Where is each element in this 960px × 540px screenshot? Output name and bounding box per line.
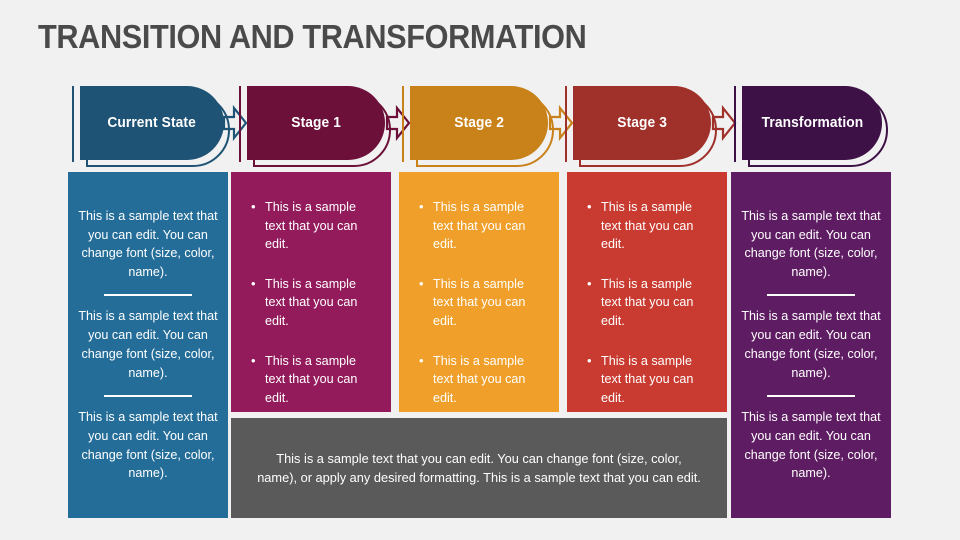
bullet-dot-icon: • xyxy=(251,352,256,368)
arrow-right-icon xyxy=(385,104,411,142)
list-item: • This is a sample text that you can edi… xyxy=(247,198,375,254)
panel-paragraph: This is a sample text that you can edit.… xyxy=(78,208,218,280)
panel-paragraph: This is a sample text that you can edit.… xyxy=(741,309,881,380)
list-item: • This is a sample text that you can edi… xyxy=(415,198,543,254)
banner-tick-stage-2 xyxy=(402,86,404,162)
panel-divider xyxy=(104,293,192,297)
bullet-dot-icon: • xyxy=(587,275,592,291)
panel-stage-2[interactable]: • This is a sample text that you can edi… xyxy=(399,172,559,412)
arrow-right-icon xyxy=(222,104,248,142)
panel-stage-1[interactable]: • This is a sample text that you can edi… xyxy=(231,172,391,412)
panel-paragraph: This is a sample text that you can edit.… xyxy=(741,410,881,481)
bullet-dot-icon: • xyxy=(587,352,592,368)
banner-current-state[interactable]: Current State xyxy=(72,86,230,167)
list-item-label: This is a sample text that you can edit. xyxy=(601,353,694,405)
bullet-dot-icon: • xyxy=(419,275,424,291)
panel-paragraph: This is a sample text that you can edit.… xyxy=(78,309,218,380)
panel-divider xyxy=(767,293,855,297)
banner-stage-3[interactable]: Stage 3 xyxy=(565,86,717,167)
bullet-dot-icon: • xyxy=(587,199,592,214)
banner-tick-stage-1 xyxy=(239,86,241,162)
list-item-label: This is a sample text that you can edit. xyxy=(433,200,526,252)
banner-label-stage-3: Stage 3 xyxy=(617,115,667,131)
banner-tick-stage-3 xyxy=(565,86,567,162)
bullet-dot-icon: • xyxy=(251,199,256,214)
banner-label-transformation: Transformation xyxy=(761,115,863,131)
panel-divider xyxy=(104,394,192,398)
banner-fill-transformation: Transformation xyxy=(742,86,882,160)
list-item: • This is a sample text that you can edi… xyxy=(583,352,711,408)
banner-tick-current-state xyxy=(72,86,74,162)
panel-transformation[interactable]: This is a sample text that you can edit.… xyxy=(731,172,891,518)
banner-tick-transformation xyxy=(734,86,736,162)
list-item: • This is a sample text that you can edi… xyxy=(247,275,375,331)
list-item-label: This is a sample text that you can edit. xyxy=(433,353,526,405)
panel-paragraph: This is a sample text that you can edit.… xyxy=(741,208,881,280)
panel-current-state[interactable]: This is a sample text that you can edit.… xyxy=(68,172,228,518)
arrow-right-icon xyxy=(711,104,737,142)
list-item-label: This is a sample text that you can edit. xyxy=(265,200,358,252)
banner-transformation[interactable]: Transformation xyxy=(734,86,888,167)
list-item: • This is a sample text that you can edi… xyxy=(415,352,543,408)
list-item-label: This is a sample text that you can edit. xyxy=(265,276,358,328)
list-item: • This is a sample text that you can edi… xyxy=(415,275,543,331)
banner-fill-current-state: Current State xyxy=(80,86,224,160)
list-item-label: This is a sample text that you can edit. xyxy=(265,353,358,405)
list-item-label: This is a sample text that you can edit. xyxy=(601,200,694,252)
banner-label-stage-1: Stage 1 xyxy=(291,115,341,131)
list-item-label: This is a sample text that you can edit. xyxy=(601,276,694,328)
page-title: TRANSITION AND TRANSFORMATION xyxy=(38,18,587,55)
bullet-dot-icon: • xyxy=(251,275,256,291)
banner-stage-2[interactable]: Stage 2 xyxy=(402,86,554,167)
banner-fill-stage-3: Stage 3 xyxy=(573,86,711,160)
footer-note-box[interactable]: This is a sample text that you can edit.… xyxy=(231,418,727,518)
banner-stage-1[interactable]: Stage 1 xyxy=(239,86,391,167)
panel-paragraph: This is a sample text that you can edit.… xyxy=(78,410,218,481)
panel-stage-3[interactable]: • This is a sample text that you can edi… xyxy=(567,172,727,412)
footer-note-text: This is a sample text that you can edit.… xyxy=(257,450,701,486)
list-item: • This is a sample text that you can edi… xyxy=(583,198,711,254)
banner-label-stage-2: Stage 2 xyxy=(454,115,504,131)
list-item: • This is a sample text that you can edi… xyxy=(583,275,711,331)
banner-fill-stage-2: Stage 2 xyxy=(410,86,548,160)
banner-label-current-state: Current State xyxy=(107,115,197,131)
arrow-right-icon xyxy=(548,104,574,142)
panel-divider xyxy=(767,394,855,398)
list-item: • This is a sample text that you can edi… xyxy=(247,352,375,408)
bullet-dot-icon: • xyxy=(419,199,424,214)
list-item-label: This is a sample text that you can edit. xyxy=(433,276,526,328)
banner-fill-stage-1: Stage 1 xyxy=(247,86,385,160)
bullet-dot-icon: • xyxy=(419,352,424,368)
